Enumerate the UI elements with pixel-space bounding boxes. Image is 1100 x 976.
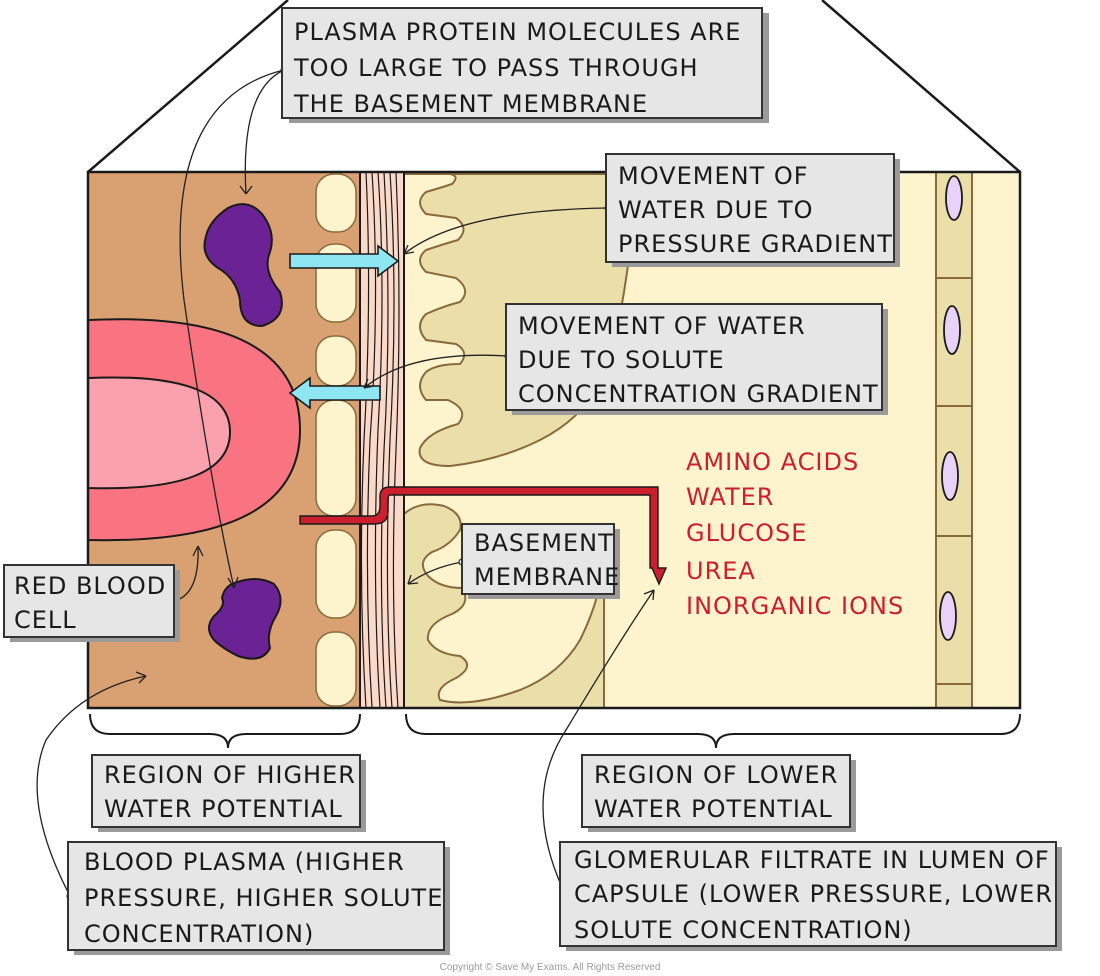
diagram-frame xyxy=(86,170,1022,710)
lower-water-potential-label: REGION OF LOWER WATER POTENTIAL xyxy=(581,754,856,832)
copyright-notice: Copyright © Save My Exams. All Rights Re… xyxy=(440,962,661,973)
filtrate-line-2: CAPSULE (LOWER PRESSURE, LOWER xyxy=(574,880,1053,908)
plasma-protein-molecule xyxy=(208,578,282,660)
zoom-outline xyxy=(87,0,1021,173)
blood-plasma-line-1: BLOOD PLASMA (HIGHER xyxy=(84,848,405,876)
filtered-substances-list: AMINO ACIDS WATER GLUCOSE UREA INORGANIC… xyxy=(686,448,904,620)
solute-gradient-line-1: MOVEMENT OF WATER xyxy=(518,312,806,340)
blood-plasma-label: BLOOD PLASMA (HIGHER PRESSURE, HIGHER SO… xyxy=(67,841,450,955)
plasma-protein-label: PLASMA PROTEIN MOLECULES ARE TOO LARGE T… xyxy=(281,7,769,123)
solute-gradient-label: MOVEMENT OF WATER DUE TO SOLUTE CONCENTR… xyxy=(505,303,888,415)
podocyte-cell xyxy=(403,503,605,709)
higher-water-potential-label: REGION OF HIGHER WATER POTENTIAL xyxy=(91,754,366,832)
red-blood-cell-label: RED BLOOD CELL xyxy=(3,564,180,642)
basement-membrane-line-2: MEMBRANE xyxy=(474,563,620,591)
capsule-wall-joints xyxy=(936,277,972,685)
filtered-substance: AMINO ACIDS xyxy=(686,448,859,476)
red-blood-cell-line-1: RED BLOOD xyxy=(14,572,166,600)
lower-region-line-1: REGION OF LOWER xyxy=(594,761,838,789)
pressure-gradient-line-2: WATER DUE TO xyxy=(618,196,814,224)
capsule-cell-nuclei xyxy=(939,175,963,641)
filtered-substance: GLUCOSE xyxy=(686,519,807,547)
filtrate-line-1: GLOMERULAR FILTRATE IN LUMEN OF xyxy=(574,846,1050,874)
red-blood-cell xyxy=(87,318,302,542)
lower-region-line-2: WATER POTENTIAL xyxy=(594,795,833,823)
filtered-substance: WATER xyxy=(686,483,774,511)
filtered-substance: UREA xyxy=(686,557,756,585)
filtered-substance: INORGANIC IONS xyxy=(686,592,904,620)
higher-region-line-2: WATER POTENTIAL xyxy=(104,795,343,823)
red-blood-cell-line-2: CELL xyxy=(14,606,77,634)
endothelial-cells xyxy=(315,173,357,707)
blood-plasma-line-3: CONCENTRATION) xyxy=(84,920,314,948)
pressure-gradient-line-3: PRESSURE GRADIENT xyxy=(618,230,893,258)
basement-membrane-line-1: BASEMENT xyxy=(474,529,614,557)
pressure-gradient-arrow xyxy=(289,244,400,278)
solute-gradient-line-3: CONCENTRATION GRADIENT xyxy=(518,380,879,408)
plasma-protein-line-3: THE BASEMENT MEMBRANE xyxy=(293,90,648,118)
plasma-protein-line-1: PLASMA PROTEIN MOLECULES ARE xyxy=(294,18,741,46)
plasma-protein-line-2: TOO LARGE TO PASS THROUGH xyxy=(293,54,699,82)
filtrate-line-3: SOLUTE CONCENTRATION) xyxy=(574,916,913,944)
filtration-arrow xyxy=(299,486,668,586)
pressure-gradient-label: MOVEMENT OF WATER DUE TO PRESSURE GRADIE… xyxy=(605,153,900,267)
leader-lines xyxy=(36,69,655,897)
solute-gradient-arrow xyxy=(288,376,381,410)
pressure-gradient-line-1: MOVEMENT OF xyxy=(618,162,809,190)
plasma-protein-molecule xyxy=(203,203,283,328)
solute-gradient-line-2: DUE TO SOLUTE xyxy=(518,346,725,374)
higher-region-line-1: REGION OF HIGHER xyxy=(104,761,356,789)
basement-membrane-label: BASEMENT MEMBRANE xyxy=(461,523,620,599)
glomerular-filtrate-label: GLOMERULAR FILTRATE IN LUMEN OF CAPSULE … xyxy=(559,841,1062,951)
lower-region-brace xyxy=(405,713,1021,749)
higher-region-brace xyxy=(89,713,361,749)
blood-plasma-line-2: PRESSURE, HIGHER SOLUTE xyxy=(84,884,443,912)
